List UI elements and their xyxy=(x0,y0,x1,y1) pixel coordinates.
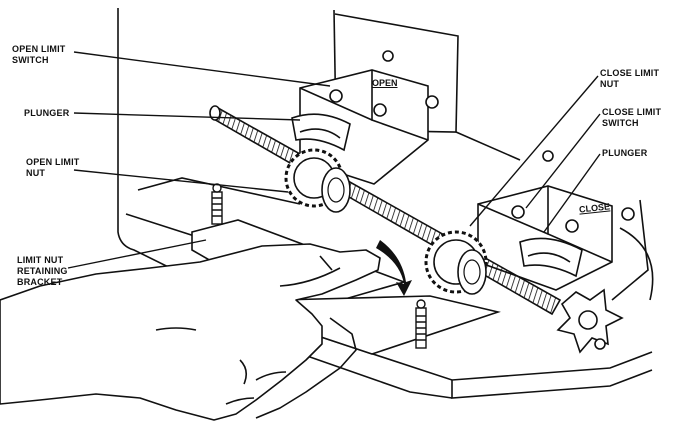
label-plunger-left: PLUNGER xyxy=(24,108,70,118)
close-limit-nut-gear xyxy=(424,230,488,295)
open-plate-marking: OPEN xyxy=(372,78,398,88)
label-limit-nut-retaining-bracket: LIMIT NUT RETAINING BRACKET xyxy=(17,255,68,287)
rotation-arrow xyxy=(376,240,412,296)
hand xyxy=(0,243,381,421)
label-open-limit-switch: OPEN LIMIT SWITCH xyxy=(12,44,66,65)
label-close-limit-nut: CLOSE LIMIT NUT xyxy=(600,68,660,89)
label-open-limit-nut: OPEN LIMIT NUT xyxy=(26,157,80,178)
leader-lines xyxy=(67,51,601,269)
bracket-screws xyxy=(211,183,427,349)
open-plunger xyxy=(291,113,351,152)
label-plunger-right: PLUNGER xyxy=(602,148,648,158)
star-wheel xyxy=(556,288,624,354)
open-limit-nut-gear xyxy=(284,148,351,213)
close-plunger xyxy=(519,237,583,278)
label-close-limit-switch: CLOSE LIMIT SWITCH xyxy=(602,107,662,128)
